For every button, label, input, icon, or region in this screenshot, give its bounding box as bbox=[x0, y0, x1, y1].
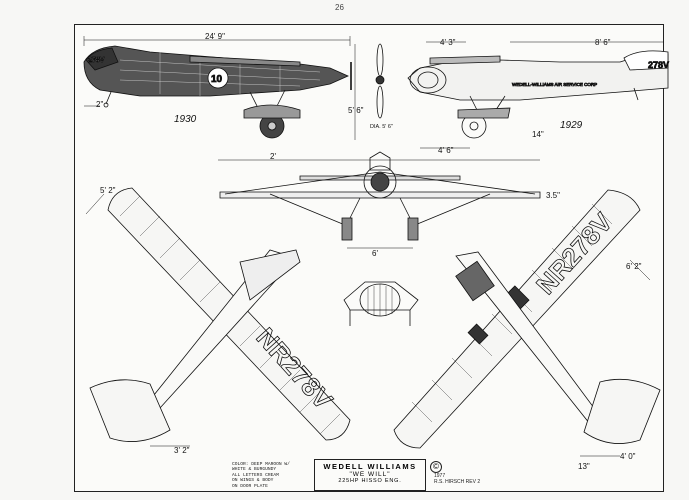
dim-plan-right-13: 13" bbox=[578, 462, 590, 471]
wing-upper-1930 bbox=[189, 55, 301, 67]
plan-left-tail bbox=[89, 379, 171, 442]
plan-right-wing-reg: NR278V bbox=[530, 206, 618, 300]
color-notes: COLOR: DEEP MAROON W/ WHITE & BURGUNDY A… bbox=[232, 462, 290, 489]
cowl-1929 bbox=[409, 66, 447, 94]
drafter-name: R.S. HIRSCH bbox=[434, 478, 465, 485]
title-block: WEDELL WILLIAMS "WE WILL" 225HP HISSO EN… bbox=[314, 459, 426, 491]
tail-1929 bbox=[623, 50, 669, 71]
title-engine: 225HP HISSO ENG. bbox=[338, 478, 402, 484]
color-note-1: COLOR: DEEP MAROON W/ bbox=[232, 462, 290, 467]
cowl-number: 10 bbox=[211, 74, 223, 85]
plan-view-right: NR278V bbox=[393, 189, 661, 457]
dim-plan-right-40: 4' 0" bbox=[620, 452, 636, 461]
propeller-view bbox=[375, 43, 385, 119]
tail-reg-right: 278V bbox=[648, 60, 669, 70]
dim-side-left-length: 24' 9" bbox=[205, 32, 225, 41]
dim-prop-note: DIA. 5' 6" bbox=[370, 124, 393, 130]
section-view bbox=[343, 281, 419, 326]
side-view-1929: 278V WEDELL-WILLIAMS AIR SERVICE CORP bbox=[407, 41, 669, 149]
year-left: 1930 bbox=[174, 114, 197, 125]
dim-side-right-top2: 8' 6" bbox=[595, 38, 611, 47]
dim-plan-left-52: 5' 2" bbox=[100, 186, 116, 195]
plan-view-left: NR278V bbox=[85, 187, 351, 447]
drafter-block: 1977 R.S. HIRSCH REV 2 bbox=[434, 473, 481, 485]
side-view-1930: 10 278V bbox=[83, 36, 356, 140]
color-note-5: ON DOOR PLATE bbox=[232, 483, 268, 489]
front-wing-lower bbox=[219, 191, 541, 199]
color-note-3: ALL LETTERS CREAM bbox=[232, 472, 279, 478]
dim-plan-left-32: 3' 2" bbox=[174, 446, 190, 455]
copyright-mark: © bbox=[430, 461, 442, 473]
dim-plan-right-62: 6' 2" bbox=[626, 262, 642, 271]
color-note-2: WHITE & BURGUNDY bbox=[232, 467, 277, 473]
dim-side-left-tail: 2" bbox=[96, 100, 104, 109]
dim-front-span: 2' bbox=[270, 152, 276, 161]
color-note-4: ON WINGS & BODY bbox=[232, 478, 274, 484]
dim-front-35: 3.5" bbox=[546, 191, 560, 200]
front-view bbox=[218, 151, 541, 249]
dim-front-gear: 6' bbox=[372, 249, 378, 258]
drafter-rev: REV 2 bbox=[465, 478, 481, 485]
fuselage-name: WEDELL-WILLIAMS AIR SERVICE CORP bbox=[512, 82, 597, 87]
front-wheel-left bbox=[341, 217, 353, 241]
title-subtitle: "WE WILL" bbox=[349, 471, 391, 478]
dim-side-left-height: 5' 6" bbox=[348, 106, 364, 115]
year-right: 1929 bbox=[560, 120, 583, 131]
dim-side-right-46: 4' 6" bbox=[438, 146, 454, 155]
tail-reg-left: 278V bbox=[88, 57, 105, 64]
dim-side-right-14: 14" bbox=[532, 130, 544, 139]
page-number: 26 bbox=[335, 3, 344, 12]
drafter-year: 1977 bbox=[434, 473, 446, 479]
title-name: WEDELL WILLIAMS bbox=[323, 462, 417, 471]
front-cowl bbox=[363, 165, 397, 199]
cowl-number-circle bbox=[207, 67, 229, 89]
dim-side-right-top: 4' 3" bbox=[440, 38, 456, 47]
front-wheel-right bbox=[407, 217, 419, 241]
plan-right-tail bbox=[583, 378, 661, 444]
